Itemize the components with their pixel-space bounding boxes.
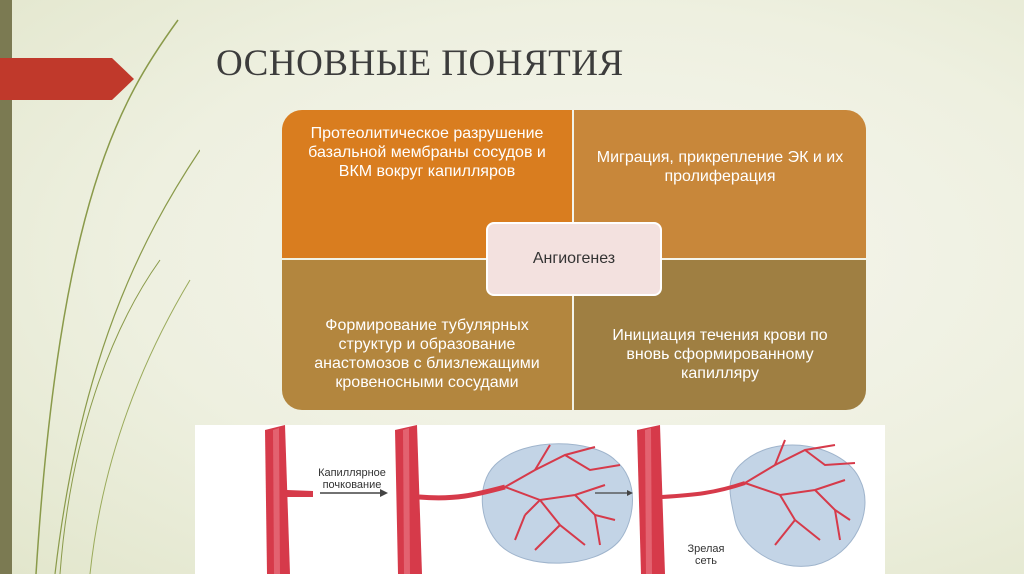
- label-capillary-budding: Капиллярное почкование: [318, 467, 386, 491]
- decorative-lines: [35, 19, 200, 574]
- quadrant-bottom-left-text: Формирование тубулярных структур и образ…: [314, 317, 540, 391]
- label-mature-network: Зрелая сеть: [687, 543, 725, 567]
- quadrant-top-left-text: Протеолитическое разрушение базальной ме…: [308, 125, 546, 180]
- angiogenesis-diagram: Протеолитическое разрушение базальной ме…: [282, 110, 866, 410]
- quadrant-bottom-left: Формирование тубулярных структур и образ…: [282, 260, 572, 410]
- quadrant-bottom-right-text: Инициация течения крови по вновь сформир…: [612, 327, 828, 382]
- capillary-illustration: Капиллярное почкование Зрелая сеть: [195, 425, 885, 574]
- vessel-drawing: [265, 425, 866, 574]
- center-node: Ангиогенез: [486, 222, 662, 296]
- quadrant-top-right-text: Миграция, прикрепление ЭК и их пролифера…: [596, 149, 844, 185]
- center-node-label: Ангиогенез: [532, 250, 616, 267]
- title-arrow: [0, 58, 134, 100]
- page-title: ОСНОВНЫЕ ПОНЯТИЯ: [216, 43, 624, 84]
- left-accent-stripe: [0, 0, 12, 574]
